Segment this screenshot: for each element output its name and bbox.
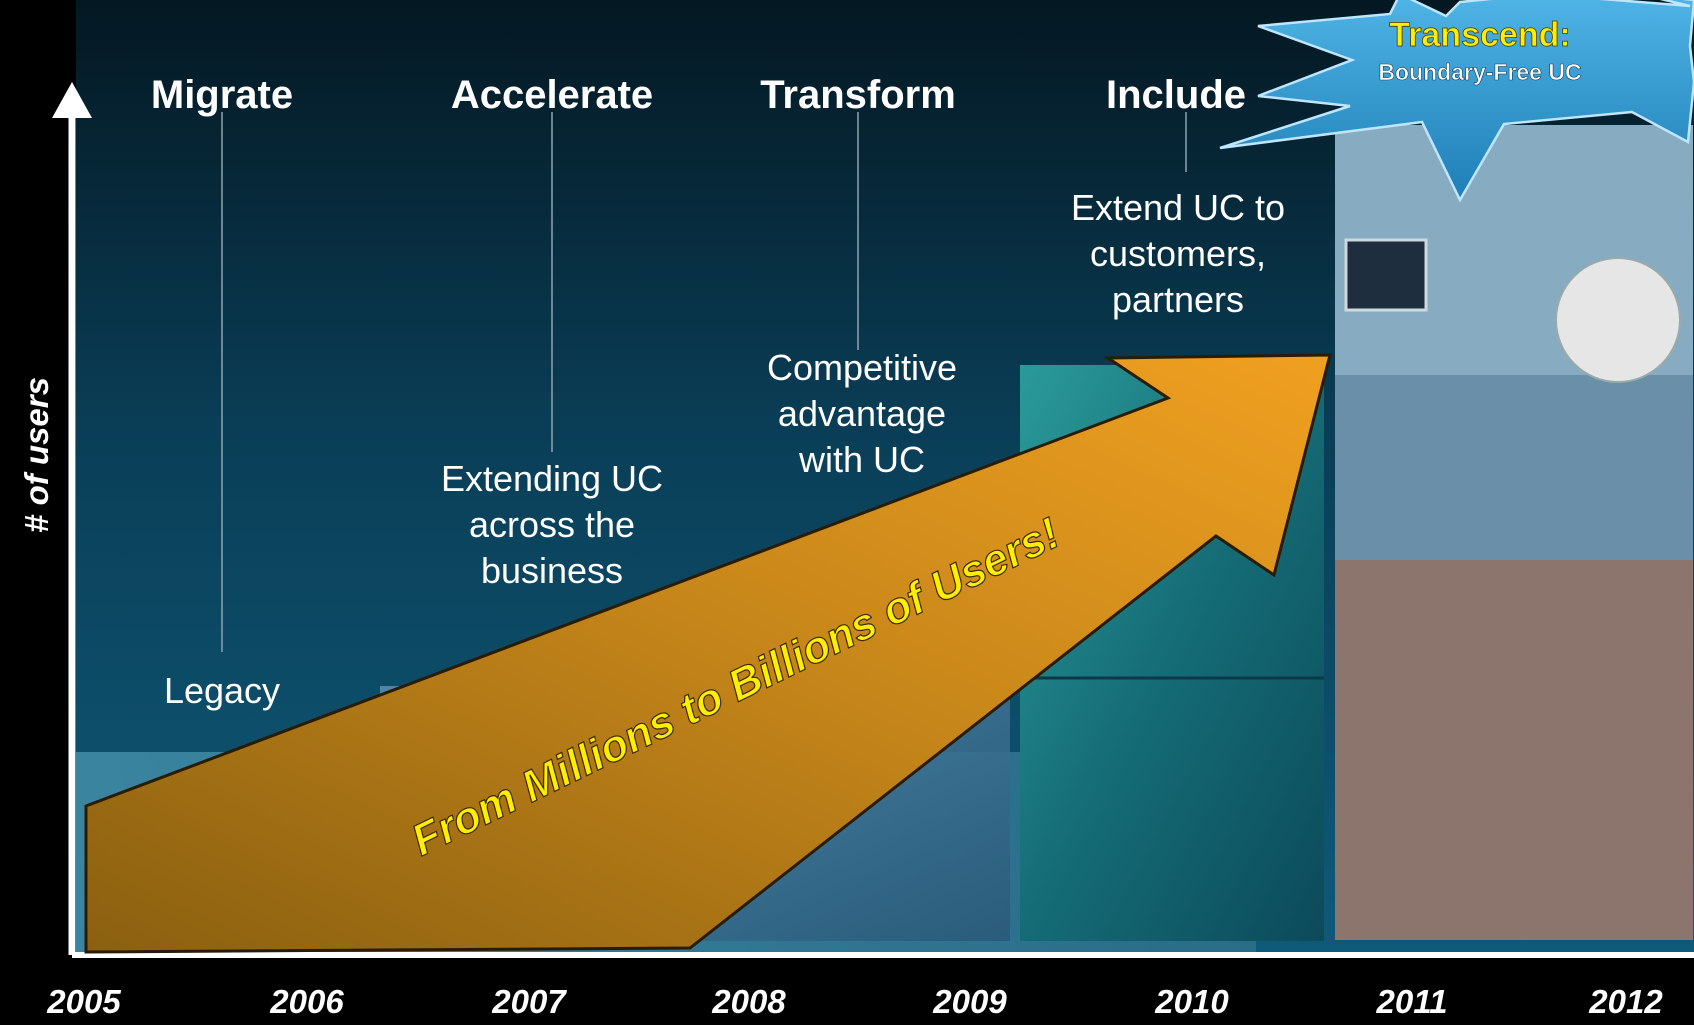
desc-accelerate-line3: business bbox=[481, 550, 623, 591]
callout-title: Transcend: bbox=[1389, 16, 1570, 54]
stage-labels: Migrate Accelerate Transform Include bbox=[151, 73, 1246, 117]
laptop-image bbox=[1344, 238, 1428, 312]
stage-include: Include bbox=[1106, 73, 1246, 117]
year-label-2005: 2005 bbox=[46, 983, 121, 1020]
stage-accelerate: Accelerate bbox=[451, 73, 653, 117]
desc-transform-line1: Competitive bbox=[767, 347, 957, 388]
desc-include-line1: Extend UC to bbox=[1071, 187, 1285, 228]
callout-subtitle: Boundary-Free UC bbox=[1378, 59, 1581, 85]
desc-accelerate-line2: across the bbox=[469, 504, 635, 545]
year-label-2011: 2011 bbox=[1376, 983, 1448, 1020]
y-axis-arrowhead bbox=[52, 82, 92, 118]
stage-connectors bbox=[221, 112, 1187, 652]
year-label-2008: 2008 bbox=[711, 983, 786, 1020]
desc-transform-line2: advantage bbox=[778, 393, 946, 434]
y-axis: # of users bbox=[18, 82, 92, 955]
y-axis-label: # of users bbox=[18, 377, 55, 533]
transcend-callout: Transcend: Boundary-Free UC bbox=[1219, 0, 1694, 203]
growth-arrow-shape bbox=[84, 353, 1332, 954]
stage-descriptions: Legacy Extending UC across the business … bbox=[164, 187, 1285, 711]
desc-migrate-line1: Legacy bbox=[164, 670, 280, 711]
year-label-2006: 2006 bbox=[269, 983, 344, 1020]
year-labels: 2005 2006 2007 2008 2009 2010 2011 2012 bbox=[46, 983, 1663, 1020]
starburst-shape bbox=[1219, 0, 1694, 203]
desc-accelerate-line1: Extending UC bbox=[441, 458, 663, 499]
desc-transform-line3: with UC bbox=[798, 439, 925, 480]
desc-include-line3: partners bbox=[1112, 279, 1244, 320]
year-label-2012: 2012 bbox=[1588, 983, 1663, 1020]
stage-migrate: Migrate bbox=[151, 73, 293, 117]
year-label-2010: 2010 bbox=[1154, 983, 1229, 1020]
year-label-2007: 2007 bbox=[491, 983, 567, 1020]
year-label-2009: 2009 bbox=[932, 983, 1007, 1020]
desc-include-line2: customers, bbox=[1090, 233, 1266, 274]
stage-transform: Transform bbox=[760, 73, 956, 117]
wiki-globe-image bbox=[1555, 257, 1681, 383]
